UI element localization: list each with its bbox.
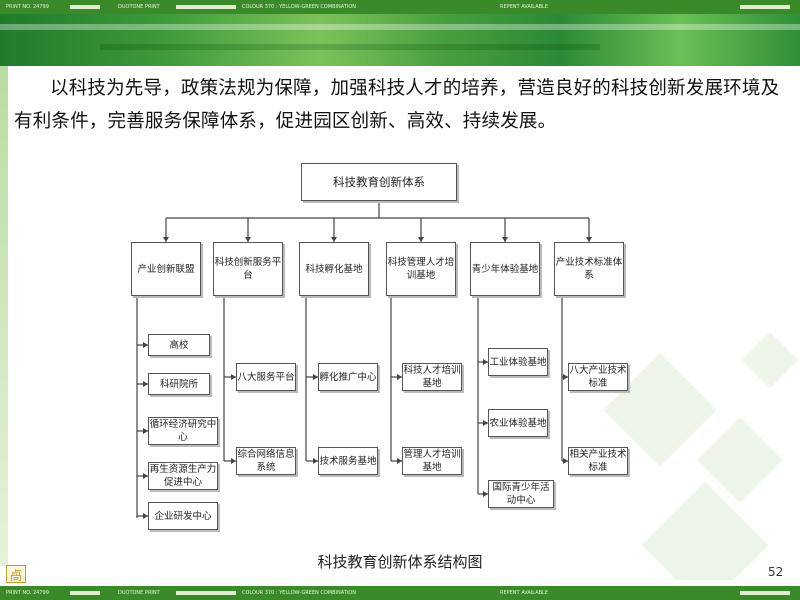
arrow-head xyxy=(397,458,402,464)
intro-paragraph: 以科技为先导，政策法规为保障，加强科技人才的培养，营造良好的科技创新发展环境及有… xyxy=(14,78,780,132)
arrow-head xyxy=(397,374,402,380)
arrow-head xyxy=(143,381,148,387)
arrow-head xyxy=(231,458,236,464)
bar-swatch xyxy=(176,5,236,9)
root-node: 科技教育创新体系 xyxy=(301,163,457,201)
page-number: 52 xyxy=(768,565,784,579)
arrow-head xyxy=(483,420,488,426)
child-node: 管理人才培训基地 xyxy=(402,447,462,475)
arrow-head xyxy=(563,458,568,464)
category-node: 科技管理人才培训基地 xyxy=(386,242,456,296)
duotone-label: DUOTONE PRINT xyxy=(118,590,160,596)
category-node: 产业创新联盟 xyxy=(131,242,201,296)
header-band xyxy=(0,14,800,66)
bar-swatch xyxy=(70,591,100,595)
arrow-head xyxy=(143,342,148,348)
child-node: 孵化推广中心 xyxy=(318,363,378,391)
bar-swatch xyxy=(740,5,790,9)
child-node: 农业体验基地 xyxy=(488,409,548,437)
child-node: 科技人才培训基地 xyxy=(402,363,462,391)
print-number: PRINT NO. 24799 xyxy=(6,590,49,596)
logo-icon: 卨 xyxy=(6,565,26,584)
figure-caption: 科技教育创新体系结构图 xyxy=(317,553,483,571)
arrow-head xyxy=(418,237,424,242)
arrow-head xyxy=(483,491,488,497)
arrow-head xyxy=(313,374,318,380)
child-node: 高校 xyxy=(148,334,210,356)
bar-swatch xyxy=(70,5,100,9)
child-node: 科研院所 xyxy=(148,373,210,395)
child-node: 循环经济研究中心 xyxy=(148,417,218,445)
child-node: 八大服务平台 xyxy=(236,363,296,391)
arrow-head xyxy=(143,428,148,434)
child-node: 再生资源生产力促进中心 xyxy=(148,462,218,490)
child-node: 综合网络信息系统 xyxy=(236,447,296,475)
arrow-head xyxy=(563,374,568,380)
connector-lines xyxy=(136,201,592,519)
print-number: PRINT NO. 24799 xyxy=(6,4,49,10)
arrow-head xyxy=(502,237,508,242)
colour-label: COLOUR 370 : YELLOW-GREEN COMBINATION xyxy=(242,590,356,596)
bar-swatch xyxy=(176,591,236,595)
bar-swatch xyxy=(740,591,790,595)
colour-label: COLOUR 370 : YELLOW-GREEN COMBINATION xyxy=(242,4,356,10)
category-node: 科技孵化基地 xyxy=(299,242,369,296)
child-node: 相关产业技术标准 xyxy=(568,447,628,475)
arrow-head xyxy=(143,513,148,519)
duotone-label: DUOTONE PRINT xyxy=(118,4,160,10)
child-node: 八大产业技术标准 xyxy=(568,363,628,391)
org-chart: 科技教育创新体系 产业创新联盟 科技创新服务平台 科技孵化基地 科技管理人才培训… xyxy=(120,160,640,540)
arrow-head xyxy=(231,374,236,380)
left-edge-decoration xyxy=(0,66,8,566)
band-stripe xyxy=(100,44,600,50)
category-node: 青少年体验基地 xyxy=(470,242,540,296)
arrow-head xyxy=(245,237,251,242)
repent-label: REPENT AVAILABLE xyxy=(500,590,548,596)
category-node: 产业技术标准体系 xyxy=(554,242,624,296)
arrow-head xyxy=(163,237,169,242)
bottom-print-bar: PRINT NO. 24799 DUOTONE PRINT COLOUR 370… xyxy=(0,586,800,600)
arrow-head xyxy=(331,237,337,242)
band-stripe xyxy=(0,24,800,30)
arrow-head xyxy=(586,237,592,242)
repent-label: REPENT AVAILABLE xyxy=(500,4,548,10)
arrow-head xyxy=(143,473,148,479)
child-node: 企业研发中心 xyxy=(148,502,218,530)
arrow-head xyxy=(483,359,488,365)
child-node: 国际青少年活动中心 xyxy=(488,480,554,508)
child-node: 技术服务基地 xyxy=(318,447,378,475)
child-node: 工业体验基地 xyxy=(488,348,548,376)
arrow-head xyxy=(313,458,318,464)
category-node: 科技创新服务平台 xyxy=(213,242,283,296)
top-print-bar: PRINT NO. 24799 DUOTONE PRINT COLOUR 370… xyxy=(0,0,800,14)
